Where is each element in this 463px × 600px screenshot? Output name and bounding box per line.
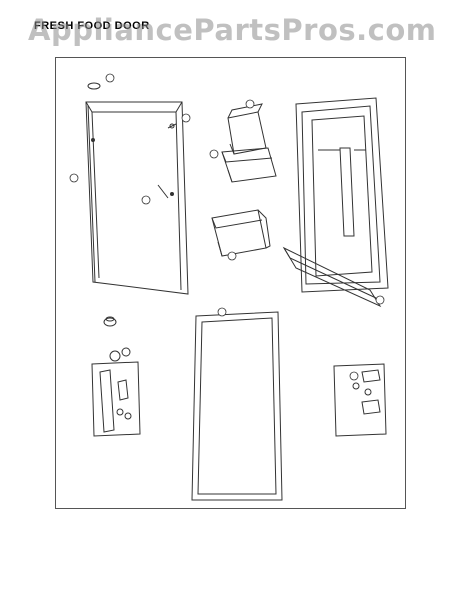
callout-markers — [69, 73, 385, 381]
diagram-title: FRESH FOOD DOOR — [34, 20, 150, 32]
diagram-frame — [55, 57, 406, 509]
hardware-kit-right[interactable] — [333, 363, 387, 437]
watermark-logo: AppliancePartsPros.com — [28, 13, 437, 47]
hinge-bushing[interactable] — [103, 316, 117, 327]
hardware-kit-left[interactable] — [91, 347, 141, 437]
door-shelf-bottom[interactable] — [282, 246, 382, 308]
inner-door-liner[interactable] — [295, 97, 389, 293]
door-bin-upper[interactable] — [227, 103, 267, 155]
door-panel[interactable] — [85, 101, 189, 295]
screw[interactable] — [167, 123, 177, 129]
hinge-cap[interactable] — [87, 82, 101, 90]
door-gasket[interactable] — [191, 311, 283, 501]
door-bin-lower[interactable] — [211, 209, 271, 257]
door-bin-middle[interactable] — [221, 147, 277, 183]
